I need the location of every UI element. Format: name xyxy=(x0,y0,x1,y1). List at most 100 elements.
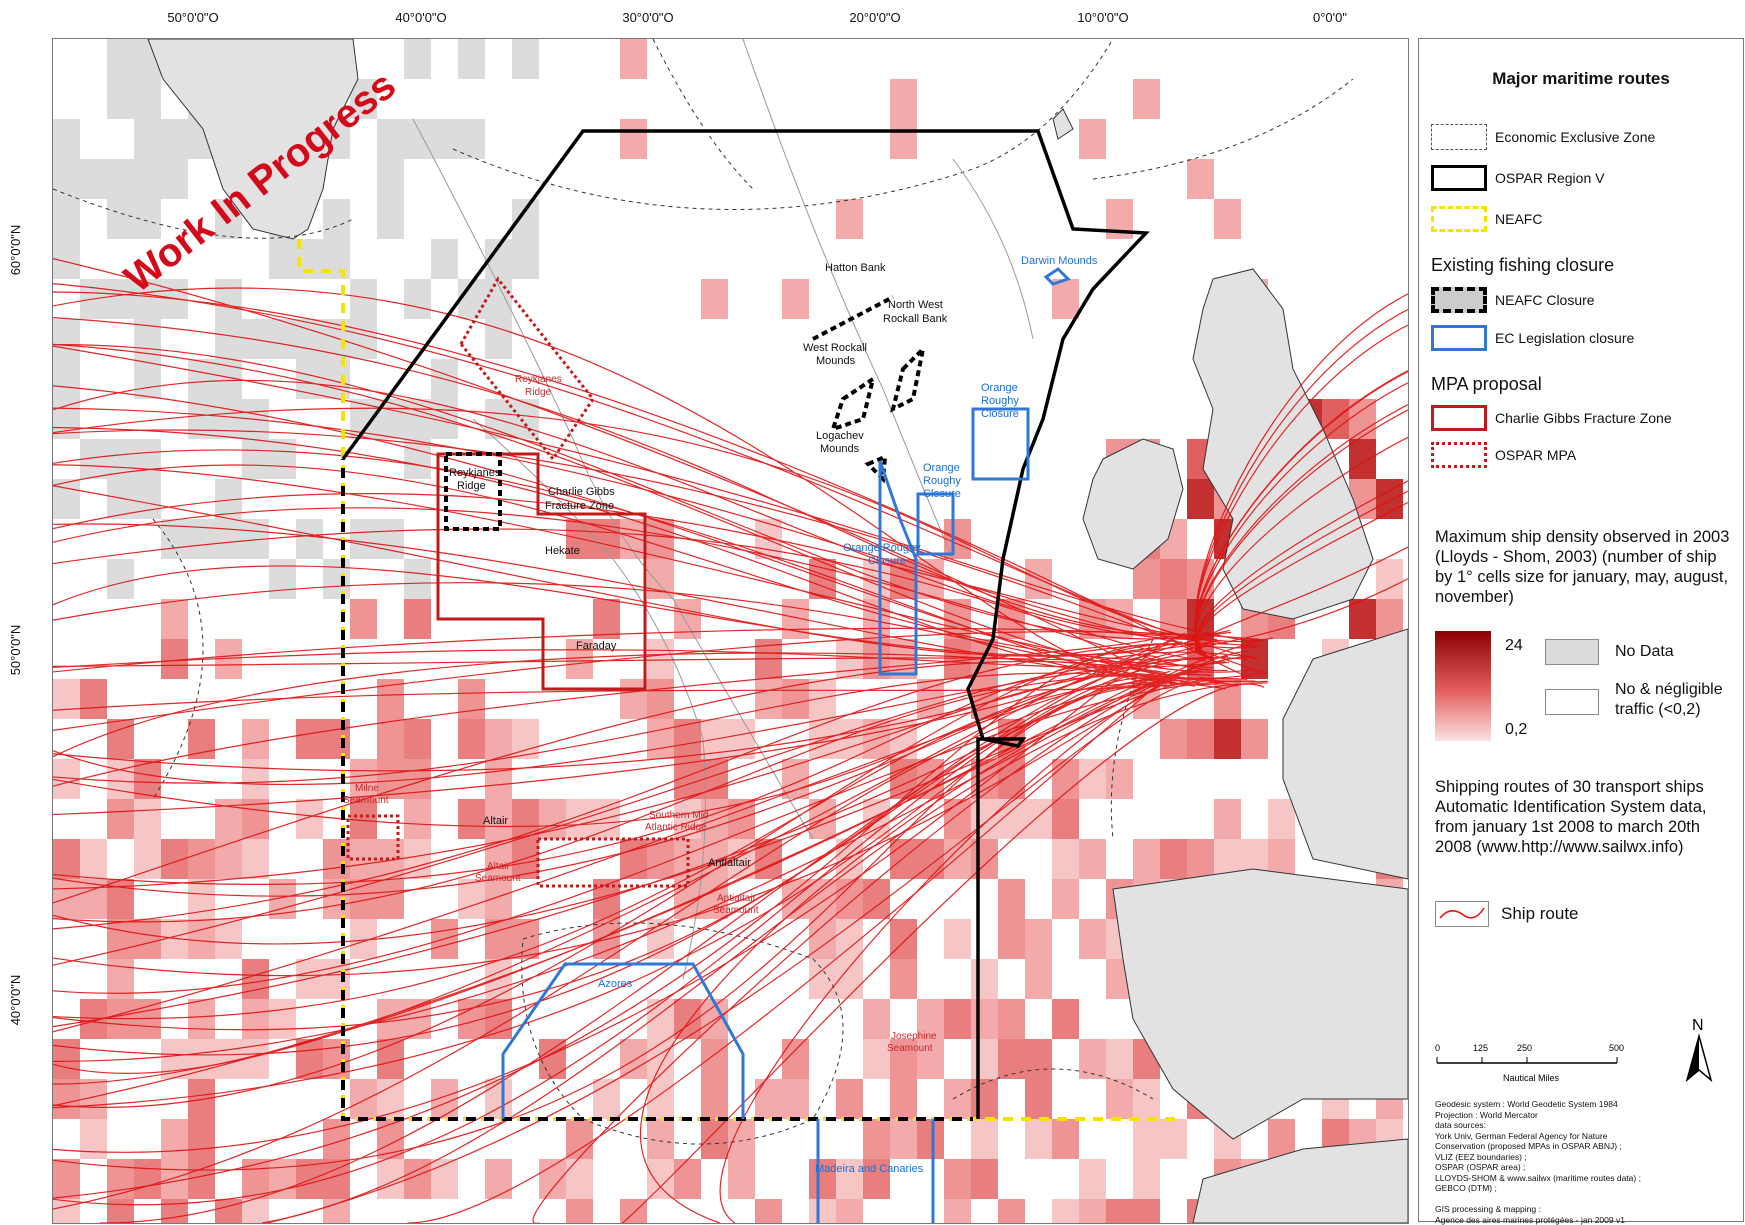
density-cell xyxy=(161,599,188,639)
density-description: Maximum ship density observed in 2003 (L… xyxy=(1435,527,1735,607)
map-frame[interactable]: Work In Progress Darwin Mounds Orange Ro… xyxy=(52,38,1409,1224)
ospar-mpa-swatch xyxy=(1431,442,1487,468)
density-cell xyxy=(755,1199,782,1223)
density-cell xyxy=(377,119,404,159)
madeira-label: Madeira and Canaries xyxy=(815,1163,924,1175)
density-cell xyxy=(107,39,134,79)
density-cell xyxy=(242,959,269,999)
density-cell xyxy=(998,999,1025,1039)
density-cell xyxy=(242,839,269,879)
density-cell xyxy=(998,759,1025,799)
lat-tick-label: 60°0'0"N xyxy=(8,225,23,276)
density-cell xyxy=(1106,1079,1133,1119)
density-cell xyxy=(1106,1039,1133,1079)
scale-unit-label: Nautical Miles xyxy=(1503,1073,1560,1083)
credit-line: Geodesic system : World Geodetic System … xyxy=(1435,1099,1735,1110)
density-cell xyxy=(728,1119,755,1159)
density-cell xyxy=(242,439,269,479)
density-cell xyxy=(836,1079,863,1119)
density-cell xyxy=(242,999,269,1039)
density-cell xyxy=(1079,1199,1106,1223)
density-cell xyxy=(134,799,161,839)
density-cell xyxy=(1349,439,1376,479)
milne-label: Milne xyxy=(355,783,379,794)
density-cell xyxy=(323,719,350,759)
smar-label: Southern Mid xyxy=(649,810,708,821)
density-cell xyxy=(1187,719,1214,759)
density-cell xyxy=(53,839,80,879)
density-cell xyxy=(512,39,539,79)
density-cell xyxy=(80,1119,107,1159)
density-cell xyxy=(1052,999,1079,1039)
density-cell xyxy=(890,919,917,959)
density-cell xyxy=(1268,799,1295,839)
density-cell xyxy=(917,1119,944,1159)
density-cell xyxy=(1133,1119,1160,1159)
density-cell xyxy=(593,799,620,839)
density-cell xyxy=(1133,1079,1160,1119)
density-cell xyxy=(1025,919,1052,959)
density-cell xyxy=(53,1079,80,1119)
density-cell xyxy=(134,479,161,519)
lat-tick-label: 40°0'0"N xyxy=(8,975,23,1026)
density-cell xyxy=(1349,599,1376,639)
density-cell xyxy=(134,839,161,879)
density-cell xyxy=(161,1199,188,1223)
density-cell xyxy=(80,159,107,199)
density-cell xyxy=(377,199,404,239)
josephine-label: Seamount xyxy=(887,1043,933,1054)
lat-tick-label: 50°0'0"N xyxy=(8,625,23,676)
density-cell xyxy=(809,959,836,999)
density-cell xyxy=(647,639,674,679)
density-cell xyxy=(566,1199,593,1223)
density-cell xyxy=(458,39,485,79)
orange-roughy-b-label: Orange xyxy=(923,462,960,474)
density-cell xyxy=(890,79,917,119)
legend-item-cgfz: Charlie Gibbs Fracture Zone xyxy=(1431,404,1672,432)
density-cell xyxy=(188,359,215,399)
density-cell xyxy=(134,79,161,119)
density-cell xyxy=(1133,79,1160,119)
legend-panel: Major maritime routes Economic Exclusive… xyxy=(1418,38,1744,1222)
orange-roughy-a-label: Orange xyxy=(981,382,1018,394)
orange-roughy-a-label: Roughy xyxy=(981,395,1019,407)
density-cell xyxy=(1025,1119,1052,1159)
density-cell xyxy=(1079,1159,1106,1199)
density-cell xyxy=(1160,1119,1187,1159)
orange-roughy-c-label: Orange Roughy xyxy=(843,542,921,554)
density-cell xyxy=(107,919,134,959)
orange-roughy-b-label: Roughy xyxy=(923,475,961,487)
density-cell xyxy=(404,279,431,319)
density-cell xyxy=(53,359,80,399)
scale-tick-label: 0 xyxy=(1435,1043,1440,1053)
west-rockall-label: West Rockall xyxy=(803,342,867,354)
altair-seamount-label: Seamount xyxy=(475,873,521,884)
density-cell xyxy=(134,439,161,479)
density-cell xyxy=(998,879,1025,919)
density-cell xyxy=(917,759,944,799)
density-cell xyxy=(647,679,674,719)
density-cell xyxy=(323,559,350,599)
hatton-bank-label: Hatton Bank xyxy=(825,262,886,274)
density-cell xyxy=(458,799,485,839)
density-cell xyxy=(107,559,134,599)
scale-tick-label: 250 xyxy=(1517,1043,1532,1053)
legend-title: Major maritime routes xyxy=(1419,69,1743,89)
no-traffic-swatch xyxy=(1545,689,1599,715)
map-canvas[interactable]: Work In Progress Darwin Mounds Orange Ro… xyxy=(53,39,1408,1223)
orange-roughy-b-label: Closure xyxy=(923,488,961,500)
density-cell xyxy=(269,559,296,599)
density-cell xyxy=(1187,839,1214,879)
credit-line: GIS processing & mapping : xyxy=(1435,1204,1735,1215)
altair-seamount-label: Altair xyxy=(487,861,510,872)
lon-tick-label: 0°0'0" xyxy=(1313,10,1347,25)
density-cell xyxy=(674,1159,701,1199)
density-cell xyxy=(269,239,296,279)
density-cell xyxy=(134,1159,161,1199)
density-cell xyxy=(1241,719,1268,759)
density-cell xyxy=(134,119,161,159)
legend-item-ec-closure: EC Legislation closure xyxy=(1431,324,1634,352)
legend-item-ospar: OSPAR Region V xyxy=(1431,164,1604,192)
scale-tick-label: 125 xyxy=(1473,1043,1488,1053)
cgfz-label: Charlie Gibbs xyxy=(548,486,615,498)
